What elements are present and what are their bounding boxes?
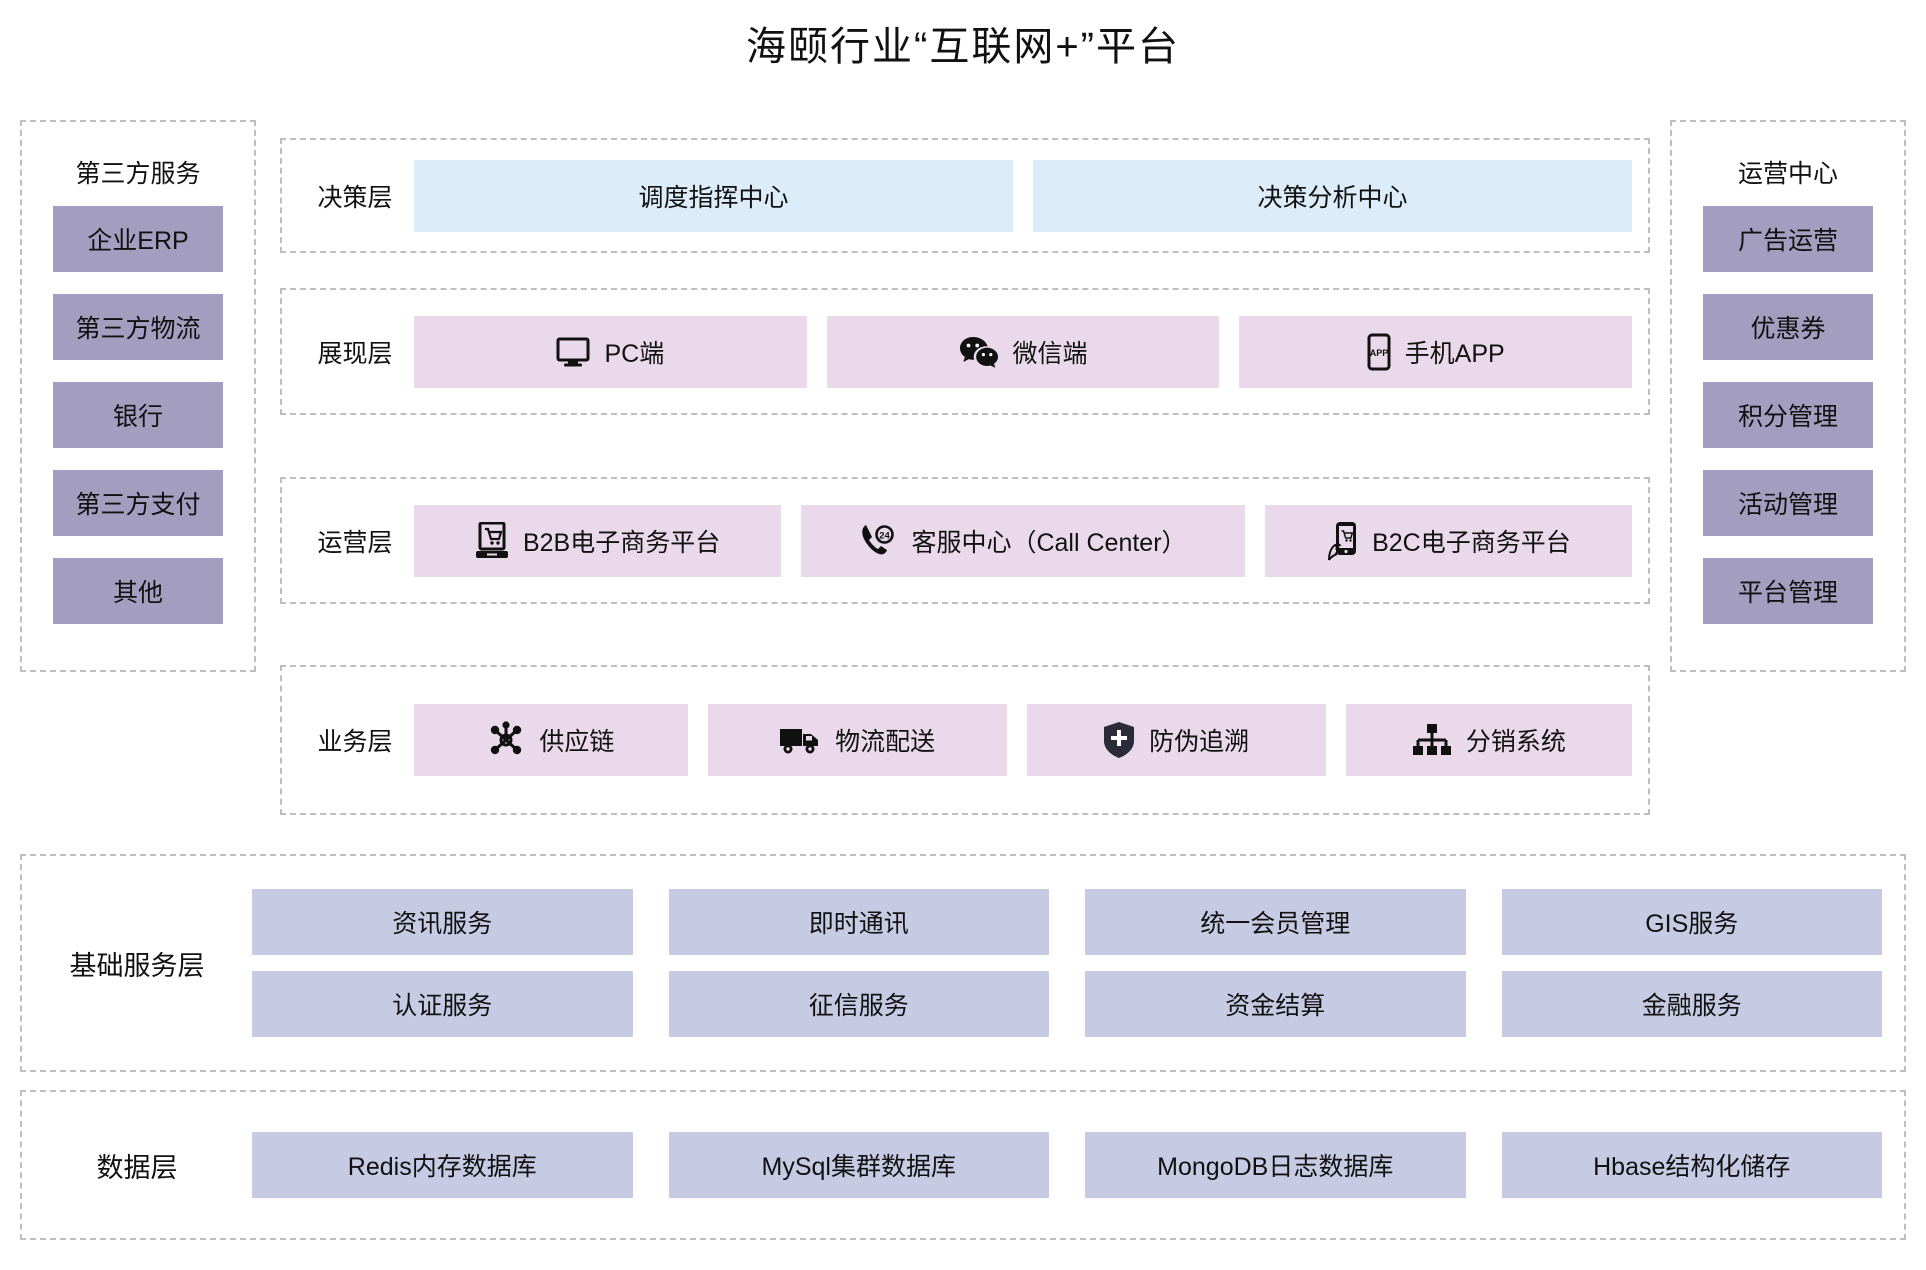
presentation-layer-row: 展现层 PC端 微信端 bbox=[280, 288, 1650, 415]
sidebar-item-payment[interactable]: 第三方支付 bbox=[53, 470, 223, 536]
truck-icon bbox=[779, 725, 821, 755]
presentation-layer-cells: PC端 微信端 APP 手机APP bbox=[414, 315, 1648, 388]
data-layer-grid: Redis内存数据库 MySql集群数据库 MongoDB日志数据库 Hbase… bbox=[252, 1132, 1904, 1198]
operation-layer-row: 运营层 B2B电子商务平台 bbox=[280, 477, 1650, 604]
cell-label: 分销系统 bbox=[1465, 728, 1566, 756]
sidebar-item-platform-mgmt[interactable]: 平台管理 bbox=[1703, 558, 1873, 624]
cell-mobile-app[interactable]: APP 手机APP bbox=[1239, 315, 1633, 388]
third-party-services-panel: 第三方服务 企业ERP 第三方物流 银行 第三方支付 其他 bbox=[20, 120, 256, 672]
sidebar-item-points[interactable]: 积分管理 bbox=[1703, 382, 1873, 448]
monitor-icon bbox=[556, 337, 590, 367]
presentation-layer-label: 展现层 bbox=[317, 339, 393, 368]
cell-decision-analysis-center[interactable]: 决策分析中心 bbox=[1033, 159, 1632, 232]
operations-center-panel: 运营中心 广告运营 优惠券 积分管理 活动管理 平台管理 bbox=[1670, 120, 1906, 672]
svg-text:24: 24 bbox=[880, 530, 891, 541]
data-layer-row-1: Redis内存数据库 MySql集群数据库 MongoDB日志数据库 Hbase… bbox=[252, 1132, 1882, 1198]
cell-label: 防伪追溯 bbox=[1149, 728, 1250, 756]
cell-wechat-client[interactable]: 微信端 bbox=[826, 315, 1220, 388]
mobile-cart-icon bbox=[1326, 521, 1358, 561]
cell-label: 微信端 bbox=[1012, 339, 1088, 368]
phone-24-icon: 24 bbox=[859, 522, 897, 560]
db-mongodb[interactable]: MongoDB日志数据库 bbox=[1085, 1132, 1466, 1198]
base-service-row-2: 认证服务 征信服务 资金结算 金融服务 bbox=[252, 971, 1882, 1037]
cell-label: 决策分析中心 bbox=[1257, 183, 1408, 212]
mobile-app-icon: APP bbox=[1367, 333, 1391, 371]
cell-supply-chain[interactable]: 供应链 bbox=[414, 704, 688, 776]
sidebar-item-ad-operations[interactable]: 广告运营 bbox=[1703, 206, 1873, 272]
sidebar-item-erp[interactable]: 企业ERP bbox=[53, 206, 223, 272]
sidebar-item-logistics[interactable]: 第三方物流 bbox=[53, 294, 223, 360]
cell-label: 物流配送 bbox=[835, 728, 936, 756]
operation-layer-cells: B2B电子商务平台 24 客服中心（Call Center） bbox=[414, 504, 1648, 577]
page-title: 海颐行业“互联网+”平台 bbox=[746, 25, 1180, 69]
cell-label: B2C电子商务平台 bbox=[1372, 528, 1571, 557]
svc-credit-service[interactable]: 征信服务 bbox=[668, 971, 1049, 1037]
business-layer-label: 业务层 bbox=[317, 728, 393, 756]
cell-distribution-system[interactable]: 分销系统 bbox=[1345, 704, 1632, 776]
cell-label: PC端 bbox=[604, 339, 665, 368]
sidebar-item-coupon[interactable]: 优惠券 bbox=[1703, 294, 1873, 360]
operations-center-header: 运营中心 bbox=[1737, 160, 1838, 188]
svc-unified-member-mgmt[interactable]: 统一会员管理 bbox=[1085, 889, 1466, 955]
cell-label: 手机APP bbox=[1404, 339, 1505, 368]
svc-news-service[interactable]: 资讯服务 bbox=[252, 889, 633, 955]
decision-layer-cells: 调度指挥中心 决策分析中心 bbox=[414, 159, 1648, 232]
operation-layer-label: 运营层 bbox=[317, 528, 393, 557]
sidebar-item-bank[interactable]: 银行 bbox=[53, 382, 223, 448]
laptop-cart-icon bbox=[475, 521, 509, 560]
cell-b2b-platform[interactable]: B2B电子商务平台 bbox=[414, 504, 782, 577]
cell-label: B2B电子商务平台 bbox=[522, 528, 721, 557]
svc-fund-settlement[interactable]: 资金结算 bbox=[1085, 971, 1466, 1037]
cell-dispatch-command-center[interactable]: 调度指挥中心 bbox=[414, 159, 1013, 232]
shield-plus-icon bbox=[1103, 721, 1135, 759]
cell-call-center[interactable]: 24 客服中心（Call Center） bbox=[801, 504, 1245, 577]
svc-financial-service[interactable]: 金融服务 bbox=[1501, 971, 1882, 1037]
svc-instant-messaging[interactable]: 即时通讯 bbox=[668, 889, 1049, 955]
db-hbase[interactable]: Hbase结构化储存 bbox=[1501, 1132, 1882, 1198]
cell-pc-client[interactable]: PC端 bbox=[414, 315, 807, 388]
db-redis[interactable]: Redis内存数据库 bbox=[252, 1132, 633, 1198]
wechat-icon bbox=[959, 335, 999, 369]
cell-anti-counterfeit-trace[interactable]: 防伪追溯 bbox=[1026, 704, 1326, 776]
base-service-layer-grid: 资讯服务 即时通讯 统一会员管理 GIS服务 认证服务 征信服务 资金结算 金融… bbox=[252, 889, 1904, 1037]
base-service-layer-block: 基础服务层 资讯服务 即时通讯 统一会员管理 GIS服务 认证服务 征信服务 资… bbox=[20, 854, 1906, 1072]
data-layer-block: 数据层 Redis内存数据库 MySql集群数据库 MongoDB日志数据库 H… bbox=[20, 1090, 1906, 1240]
svc-gis-service[interactable]: GIS服务 bbox=[1501, 889, 1882, 955]
base-service-layer-label: 基础服务层 bbox=[69, 950, 205, 981]
cell-label: 客服中心（Call Center） bbox=[911, 528, 1187, 557]
svg-text:APP: APP bbox=[1369, 348, 1388, 358]
third-party-services-header: 第三方服务 bbox=[75, 160, 201, 188]
db-mysql[interactable]: MySql集群数据库 bbox=[668, 1132, 1049, 1198]
cell-label: 调度指挥中心 bbox=[638, 183, 789, 212]
business-layer-cells: 供应链 物流配送 bbox=[414, 704, 1648, 776]
svc-auth-service[interactable]: 认证服务 bbox=[252, 971, 633, 1037]
decision-layer-label: 决策层 bbox=[317, 183, 393, 212]
business-layer-row: 业务层 供应链 bbox=[280, 665, 1650, 815]
cell-logistics-delivery[interactable]: 物流配送 bbox=[707, 704, 1007, 776]
base-service-row-1: 资讯服务 即时通讯 统一会员管理 GIS服务 bbox=[252, 889, 1882, 955]
sidebar-item-other[interactable]: 其他 bbox=[53, 558, 223, 624]
sidebar-item-campaign[interactable]: 活动管理 bbox=[1703, 470, 1873, 536]
data-layer-label: 数据层 bbox=[96, 1152, 178, 1183]
cell-b2c-platform[interactable]: B2C电子商务平台 bbox=[1264, 504, 1632, 577]
decision-layer-row: 决策层 调度指挥中心 决策分析中心 bbox=[280, 138, 1650, 253]
network-nodes-icon bbox=[487, 721, 525, 759]
hierarchy-icon bbox=[1412, 723, 1452, 757]
cell-label: 供应链 bbox=[539, 728, 615, 756]
